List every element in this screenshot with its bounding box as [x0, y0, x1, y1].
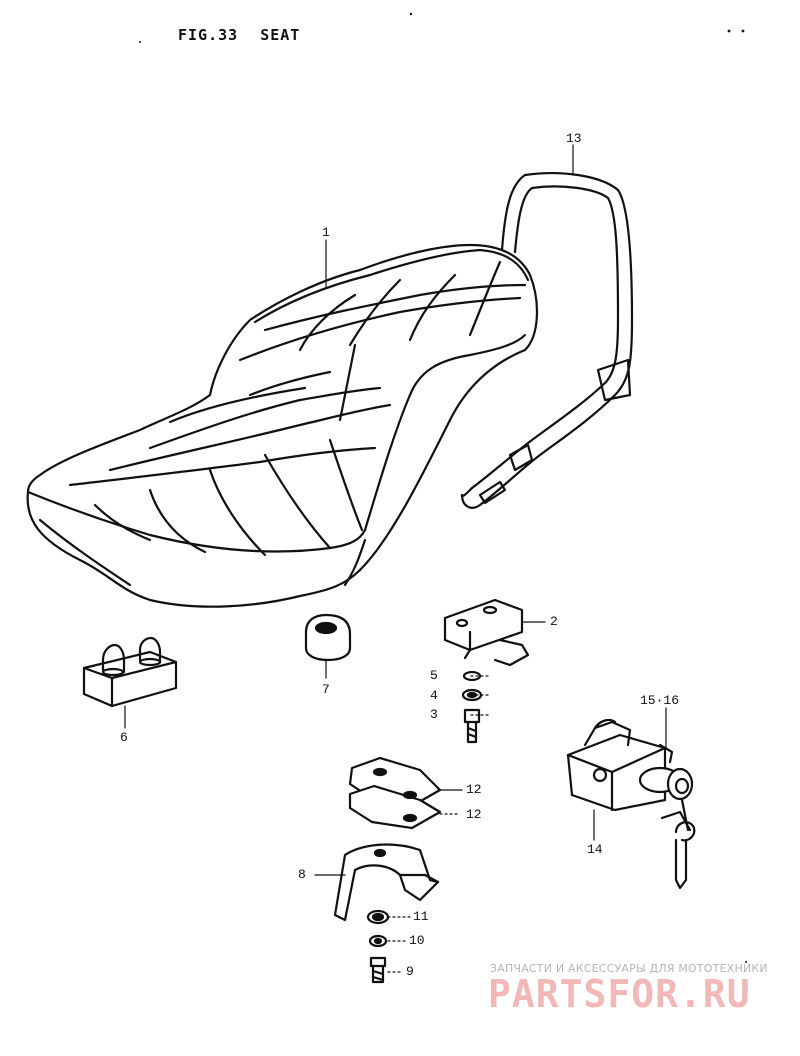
callout-12-upper: 12 [466, 782, 482, 797]
bolt-set-lower [366, 909, 390, 984]
damper-block [82, 636, 178, 708]
bolt-set-upper [461, 670, 483, 744]
callout-7: 7 [322, 682, 330, 697]
hinge-bracket [443, 598, 530, 667]
callout-8: 8 [298, 867, 306, 882]
callout-13: 13 [566, 131, 582, 146]
figure-title: FIG.33 SEAT [178, 26, 312, 44]
seat [26, 243, 538, 608]
scan-specks [139, 12, 747, 963]
seat-lock [566, 718, 696, 890]
callout-11: 11 [413, 909, 429, 924]
grab-bar [460, 172, 634, 509]
callout-10: 10 [409, 933, 425, 948]
callout-9: 9 [406, 964, 414, 979]
callout-15-16: 15·16 [640, 693, 680, 708]
rubber-cushion [304, 613, 352, 662]
lower-bracket [333, 843, 440, 922]
callout-4: 4 [430, 688, 438, 703]
watermark-tagline: ЗАПЧАСТИ И АКСЕССУАРЫ ДЛЯ МОТОТЕХНИКИ [490, 962, 768, 975]
leader-lines [124, 144, 667, 973]
callout-5: 5 [430, 668, 438, 683]
callout-1: 1 [322, 225, 330, 240]
watermark-logo: PARTSFOR.RU [488, 972, 751, 1016]
plates [348, 756, 442, 830]
figure-name: SEAT [260, 26, 301, 44]
callout-3: 3 [430, 707, 438, 722]
callout-12-lower: 12 [466, 807, 482, 822]
figure-number: FIG.33 [178, 26, 239, 44]
callout-14: 14 [587, 842, 603, 857]
callout-2: 2 [550, 614, 558, 629]
callout-6: 6 [120, 730, 128, 745]
